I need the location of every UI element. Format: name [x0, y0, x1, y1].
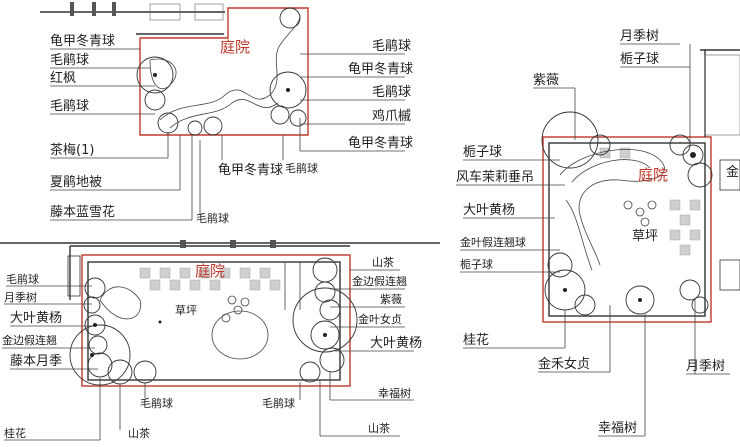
label-r-l6: 桂花	[463, 332, 489, 348]
label-tl-l4: 毛鹃球	[50, 98, 89, 114]
label-tl-r5: 龟甲冬青球	[348, 135, 413, 151]
label-r-t2: 栀子球	[620, 52, 659, 67]
label-tl-b3: 毛鹃球	[196, 211, 229, 225]
label-r-e1: 金	[726, 164, 739, 180]
label-tl-b1: 龟甲冬青球	[218, 162, 283, 178]
label-tl-b2: 毛鹃球	[285, 161, 318, 175]
label-tl-l7: 藤本蓝雪花	[50, 204, 115, 220]
label-r-t3: 紫薇	[533, 73, 559, 88]
label-r-b2: 幸福树	[598, 421, 637, 436]
label-bl-l2: 月季树	[4, 290, 37, 304]
label-tl-l6: 夏鹃地被	[50, 174, 102, 190]
label-r-l5: 栀子球	[460, 257, 493, 271]
label-bl-r4: 金叶女贞	[358, 312, 402, 326]
courtyard-boundary	[139, 7, 309, 136]
label-tl-l5: 茶梅(1)	[50, 142, 94, 158]
label-r-l2: 风车茉莉垂吊	[456, 169, 534, 185]
label-bl-r2: 金边假连翘	[352, 274, 407, 288]
label-r-l3: 大叶黄杨	[463, 203, 515, 218]
label-tl-r1: 毛鹃球	[372, 38, 411, 54]
label-bl-b3: 毛鹃球	[262, 396, 295, 410]
label-tl-r4: 鸡爪槭	[372, 108, 411, 124]
label-bl-l5: 藤本月季	[10, 354, 62, 369]
label-bl-l4: 金边假连翘	[2, 333, 57, 347]
label-bl-l1: 毛鹃球	[6, 272, 39, 286]
label-bl-l6: 桂花	[4, 426, 26, 440]
label-r-t1: 月季树	[620, 29, 659, 44]
paving-tiles	[139, 267, 281, 291]
courtyard-label-top-left: 庭院	[220, 38, 250, 56]
plan-right: 庭院 草坪 月季树 栀子球 紫薇 栀子球 风车茉莉垂吊 大叶黄杨 金叶假连翘球 …	[456, 29, 740, 437]
lawn-label-bottom-left: 草坪	[175, 304, 197, 317]
lawn-label-right: 草坪	[632, 229, 658, 244]
label-r-l1: 栀子球	[463, 145, 502, 160]
label-r-b1: 金禾女贞	[538, 356, 590, 372]
label-bl-r1: 山茶	[372, 256, 394, 269]
label-bl-b2: 山茶	[128, 427, 150, 440]
courtyard-boundary-right	[542, 136, 712, 323]
label-bl-b1: 毛鹃球	[140, 396, 173, 410]
label-r-b3: 月季树	[686, 359, 725, 374]
label-bl-r6: 幸福树	[378, 386, 411, 400]
label-bl-r5: 大叶黄杨	[370, 336, 422, 351]
courtyard-boundary-bl	[81, 254, 351, 387]
label-bl-l3: 大叶黄杨	[10, 311, 62, 326]
paving-tiles-right	[599, 147, 701, 256]
label-tl-l2: 毛鹃球	[50, 52, 89, 68]
label-tl-l3: 红枫	[50, 70, 76, 86]
label-tl-r3: 毛鹃球	[372, 84, 411, 100]
label-r-l4: 金叶假连翘球	[460, 235, 526, 249]
label-bl-r3: 紫薇	[380, 293, 402, 306]
label-tl-l1: 龟甲冬青球	[50, 33, 115, 49]
plan-top-left: 庭院 龟甲冬青球 毛鹃球 红枫 毛鹃球 茶梅(1) 夏鹃地被 藤本蓝雪花 毛鹃球…	[40, 2, 413, 225]
courtyard-label-bottom-left: 庭院	[195, 262, 225, 280]
label-bl-r7: 山茶	[368, 422, 390, 435]
label-tl-r2: 龟甲冬青球	[348, 61, 413, 77]
plan-bottom-left: 庭院 草坪 毛鹃球 月季树 大叶黄杨 金边假连翘 藤本月季 桂花 山茶 金边假连…	[0, 240, 440, 441]
courtyard-label-right: 庭院	[638, 166, 668, 184]
